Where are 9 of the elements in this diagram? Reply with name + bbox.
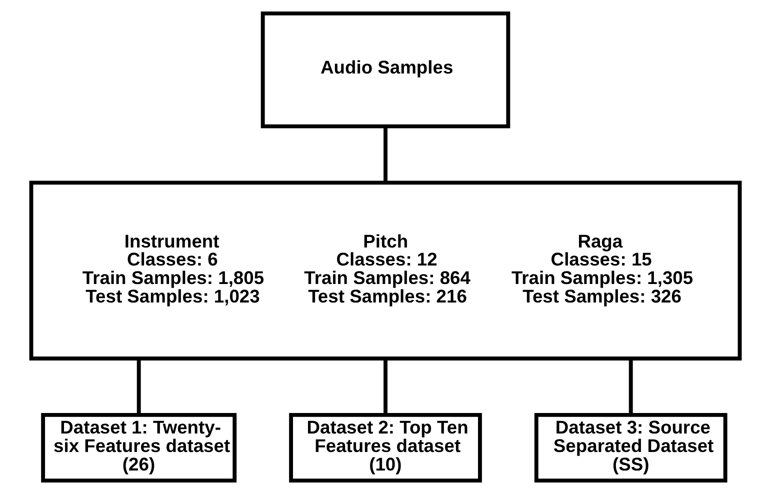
- connector: [628, 358, 632, 415]
- node-box: Dataset 3: Source Separated Dataset (SS): [534, 412, 727, 483]
- node-box: Dataset 1: Twenty-six Features dataset (26): [40, 412, 236, 483]
- node-box: Instrument Classes: 6 Train Samples: 1,805 Test Samples: 1,023 Pitch Classes: 12 Train Samples: 864 Test Samples: 216 Raga Classes: 15 Train Samples: 1,305 Test Samples: 326: [28, 180, 742, 360]
- node-box: Dataset 2: Top Ten Features dataset (10): [288, 412, 482, 483]
- node-box: Audio Samples: [260, 11, 510, 128]
- connector: [383, 126, 387, 183]
- connector: [383, 358, 387, 415]
- connector: [136, 358, 140, 415]
